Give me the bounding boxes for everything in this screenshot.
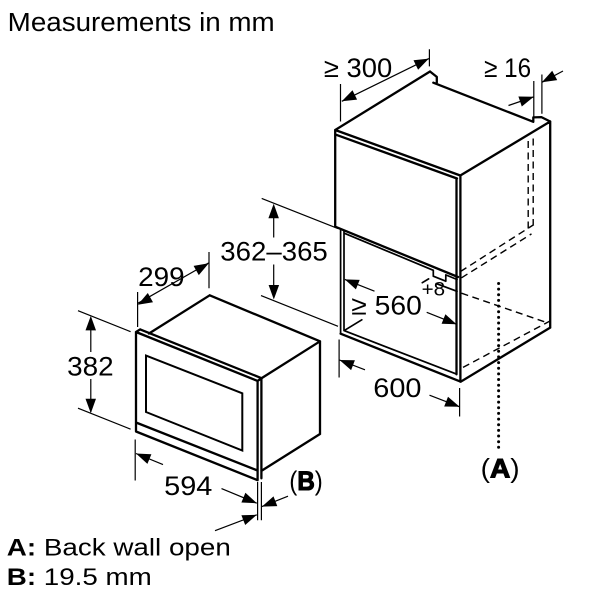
svg-text:362–365: 362–365	[220, 236, 327, 266]
svg-text:(B): (B)	[289, 466, 323, 496]
svg-text:(A): (A)	[481, 454, 520, 484]
svg-text:≥ 16: ≥ 16	[484, 53, 531, 83]
svg-text:382: 382	[67, 351, 114, 381]
svg-text:≥ 300: ≥ 300	[324, 53, 392, 83]
svg-text:B: 19.5 mm: B: 19.5 mm	[7, 564, 152, 591]
svg-text:≥ 560: ≥ 560	[351, 290, 422, 320]
svg-text:A: Back wall open: A: Back wall open	[7, 535, 231, 562]
svg-text:299: 299	[138, 262, 185, 292]
svg-text:600: 600	[373, 373, 421, 403]
svg-text:Measurements in mm: Measurements in mm	[8, 9, 275, 37]
svg-text:594: 594	[164, 471, 212, 501]
svg-text:+8: +8	[422, 280, 446, 301]
